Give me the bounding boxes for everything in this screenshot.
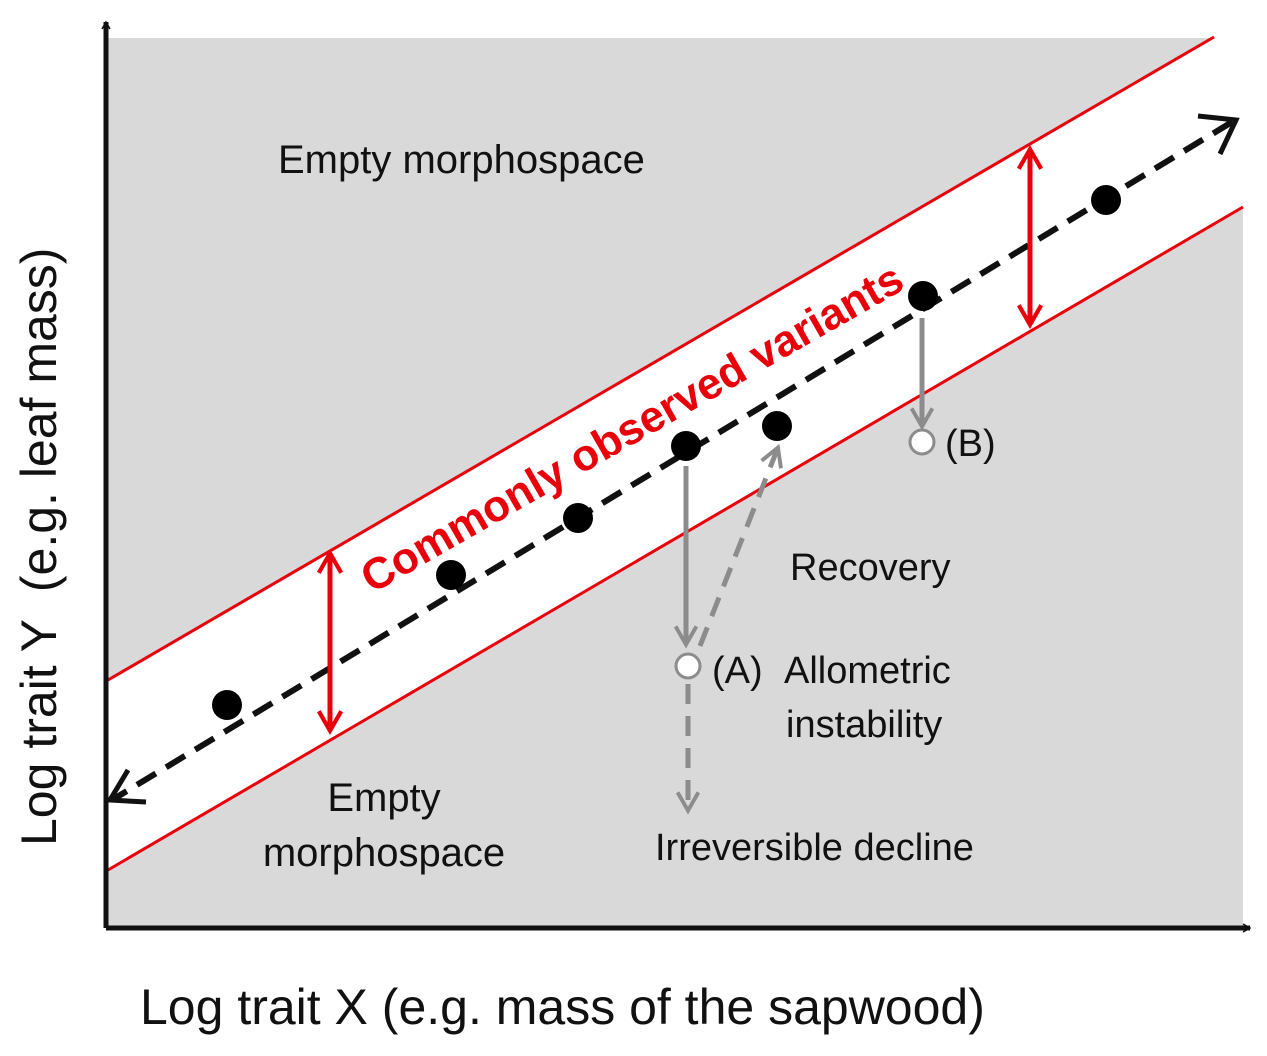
observed-point [762, 411, 792, 441]
y-axis-title: Log trait Y (e.g. leaf mass) [11, 248, 67, 846]
band-upper-border [107, 35, 1215, 682]
trend-line [110, 119, 1234, 803]
observed-point [563, 503, 593, 533]
point-b-label: (B) [945, 423, 996, 465]
observed-point [908, 281, 938, 311]
perturbed-point-a [674, 652, 702, 680]
trend-arrowhead-lower [105, 768, 147, 805]
perturbed-point-b [908, 428, 936, 456]
observed-point [671, 431, 701, 461]
point-a-label: (A) [712, 650, 763, 692]
observed-points [212, 185, 1121, 720]
empty-morphospace-lower-line2: morphospace [263, 831, 505, 875]
x-axis-title: Log trait X (e.g. mass of the sapwood) [140, 979, 985, 1035]
band-lower-border [107, 205, 1244, 872]
observed-point [1091, 185, 1121, 215]
observed-point [212, 690, 242, 720]
observed-point [436, 560, 466, 590]
recovery-label: Recovery [790, 547, 951, 589]
trend-arrowhead-upper [1197, 113, 1240, 156]
decline-label: Irreversible decline [655, 827, 974, 869]
empty-morphospace-upper: Empty morphospace [278, 138, 645, 182]
recovery-arrow [697, 443, 783, 647]
instability-label-line2: instability [786, 704, 942, 746]
instability-label-line1: Allometric [784, 650, 951, 692]
empty-morphospace-lower-line1: Empty [327, 776, 440, 820]
